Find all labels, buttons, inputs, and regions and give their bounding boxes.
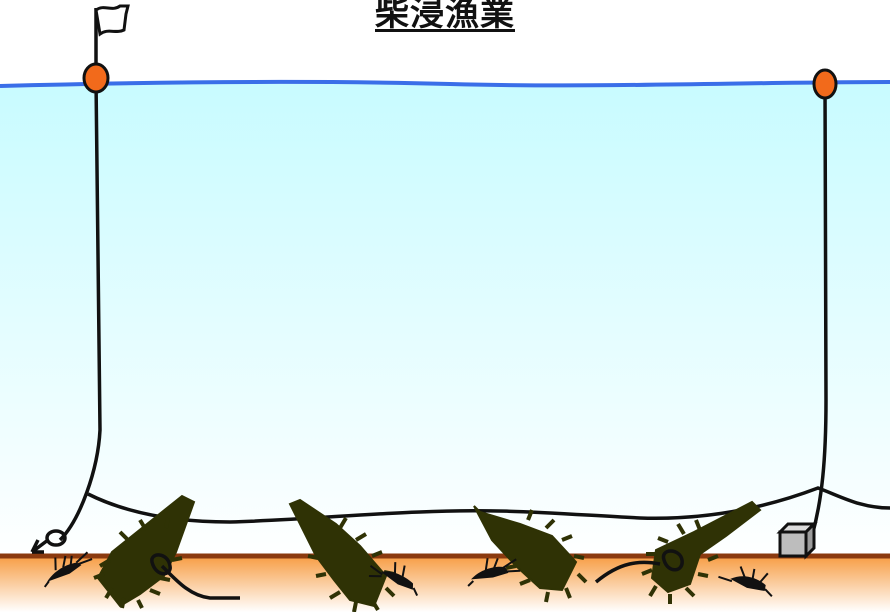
brushwood-bundle xyxy=(473,505,588,603)
brushwood-bundle xyxy=(288,498,396,612)
shrimp-icon xyxy=(43,551,93,588)
water xyxy=(0,84,890,564)
shrimps xyxy=(43,551,773,598)
tie-loop xyxy=(150,553,240,600)
brushwood-bundle xyxy=(594,500,762,604)
flag-icon xyxy=(94,4,130,37)
water-surface-line xyxy=(0,79,890,88)
brushwood-bundle xyxy=(93,494,240,609)
weight-box-icon xyxy=(776,520,818,560)
tie-loop xyxy=(594,549,684,584)
page-title: 柴浸漁業 xyxy=(375,0,515,34)
left-rope xyxy=(58,79,102,542)
shrimp-icon xyxy=(368,562,419,597)
brushwood-bundles xyxy=(93,494,762,612)
main-line xyxy=(87,486,890,524)
left-buoy-assembly xyxy=(30,4,130,554)
right-buoy-assembly xyxy=(776,68,838,560)
right-float xyxy=(812,68,838,100)
anchor-icon xyxy=(30,529,67,554)
left-float xyxy=(82,62,110,94)
shrimp-icon xyxy=(718,566,773,598)
shrimp-icon xyxy=(467,558,521,587)
